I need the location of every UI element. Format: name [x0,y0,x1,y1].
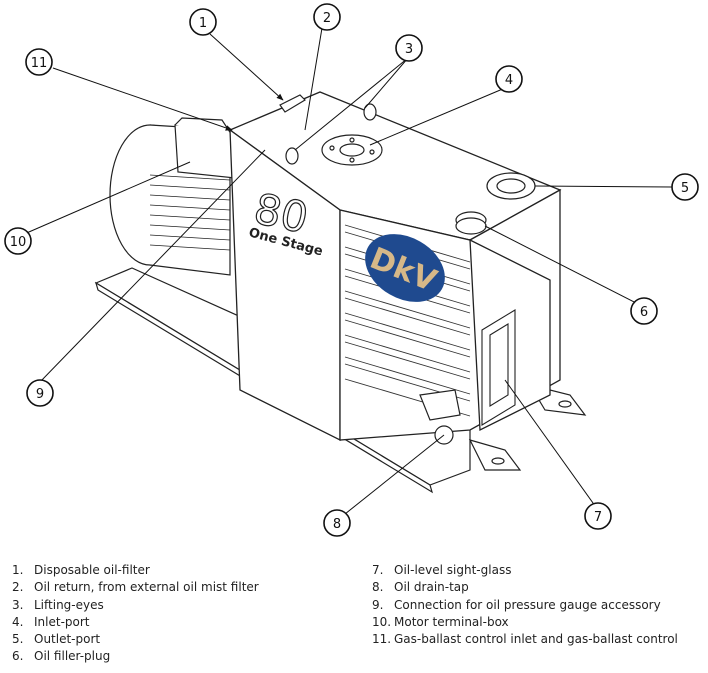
svg-text:4: 4 [505,73,513,88]
svg-text:5: 5 [681,181,689,196]
oil-filler-plug [455,211,487,235]
oil-filter [279,94,306,113]
lifting-eyes [285,103,377,165]
callout-leaders [21,27,673,519]
legend-item: 9.Connection for oil pressure gauge acce… [372,597,661,612]
legend-item: 3.Lifting-eyes [12,597,104,612]
svg-text:10: 10 [10,235,27,250]
svg-text:1: 1 [199,16,207,31]
callout-2: 2 [313,3,341,31]
inlet-port [321,134,383,166]
outlet-port [486,172,536,200]
legend-left: 1.Disposable oil-filter 2.Oil return, fr… [12,562,259,666]
legend-item: 8.Oil drain-tap [372,580,469,595]
legend-item: 1.Disposable oil-filter [12,563,150,577]
legend-item: 2.Oil return, from external oil mist fil… [12,580,259,595]
callout-7: 7 [584,502,612,530]
callout-10: 10 [4,227,32,255]
vacuum-pump-diagram: 80 One Stage DkV [4,3,699,537]
svg-text:2: 2 [323,11,331,26]
callout-9: 9 [26,379,54,407]
motor [109,124,231,276]
sight-glass [481,309,516,426]
svg-text:7: 7 [594,510,602,525]
legend-right: 7.Oil-level sight-glass 8.Oil drain-tap … [372,562,678,648]
callout-4: 4 [495,65,523,93]
legend-item: 11.Gas-ballast control inlet and gas-bal… [372,632,678,647]
model-number: 80 [250,184,312,243]
drain-tap [419,389,461,445]
callout-5: 5 [671,173,699,201]
svg-text:8: 8 [333,517,341,532]
callout-1: 1 [189,8,217,36]
legend-item: 7.Oil-level sight-glass [372,563,512,577]
svg-text:3: 3 [405,42,413,57]
callout-3: 3 [395,34,423,62]
legend-item: 10.Motor terminal-box [372,614,509,629]
motor-terminal-box [174,117,236,179]
legend-item: 5.Outlet-port [12,632,101,647]
svg-text:6: 6 [640,305,648,320]
svg-text:9: 9 [36,387,44,402]
callout-6: 6 [630,297,658,325]
svg-text:11: 11 [31,56,48,71]
legend-item: 4.Inlet-port [12,614,90,629]
legend-item: 6.Oil filler-plug [12,649,111,664]
callout-11: 11 [25,48,53,76]
callout-circles: 1 2 3 4 5 6 7 8 9 10 11 [4,3,699,537]
callout-8: 8 [323,509,351,537]
